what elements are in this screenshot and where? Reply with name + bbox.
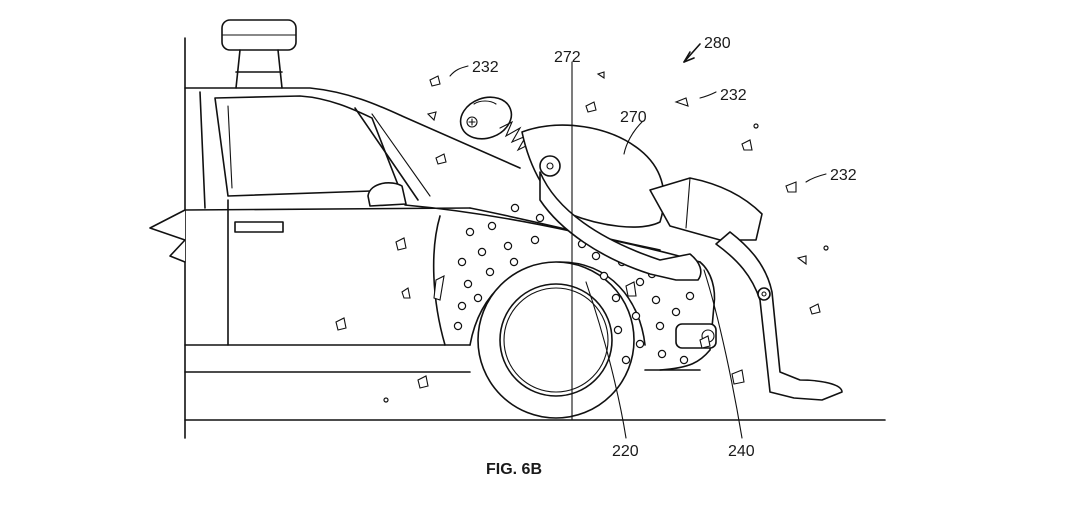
ref-272: 272 — [554, 49, 581, 66]
leader-lines — [449, 43, 827, 439]
ref-220: 220 — [612, 443, 639, 460]
dummy-hips — [649, 177, 763, 241]
pedestrian-dummy — [459, 96, 843, 401]
dummy-torso — [521, 124, 665, 228]
front-wheel — [477, 261, 635, 419]
ref-240: 240 — [728, 443, 755, 460]
debris-pieces — [335, 71, 829, 403]
ref-270: 270 — [620, 109, 647, 126]
break-line — [149, 209, 186, 263]
neck-spring — [499, 120, 531, 152]
dummy-leg — [715, 231, 843, 401]
ref-232-top-left: 232 — [472, 59, 499, 76]
side-window — [214, 95, 401, 197]
dummy-head — [459, 96, 513, 140]
side-mirror — [367, 182, 407, 207]
vehicle — [149, 19, 717, 419]
door-handle — [234, 221, 284, 233]
ref-280: 280 — [704, 35, 731, 52]
ref-232-upper-right: 232 — [720, 87, 747, 104]
figure-caption: FIG. 6B — [486, 461, 542, 478]
ref-232-right: 232 — [830, 167, 857, 184]
sensor-mount — [235, 49, 283, 89]
